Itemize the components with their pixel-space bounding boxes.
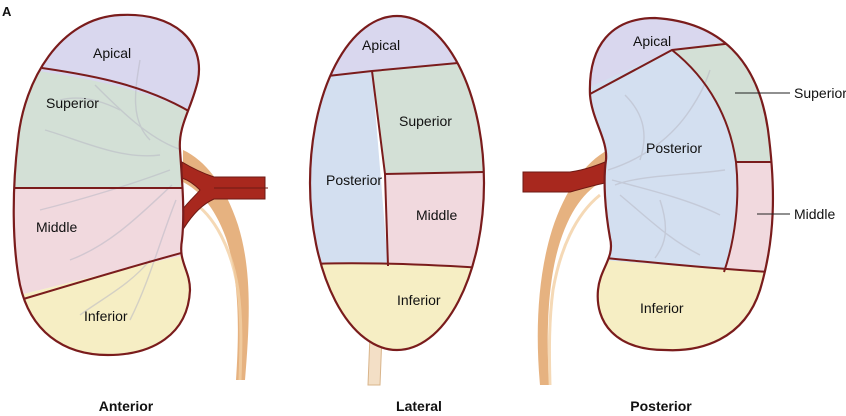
- posterior-kidney-outline: [588, 16, 775, 352]
- anterior-middle-segment: [13, 188, 200, 300]
- anterior-view: Apical Superior Middle Inferior Anterior: [12, 13, 268, 414]
- lateral-posterior-segment: [310, 71, 388, 266]
- posterior-vessel-tree: [607, 69, 726, 259]
- lateral-label-posterior: Posterior: [326, 172, 382, 188]
- posterior-label-posterior: Posterior: [646, 140, 702, 156]
- posterior-callout-superior: Superior: [794, 85, 846, 101]
- anterior-ureter-highlight: [189, 198, 243, 381]
- anterior-superior-segment: [13, 65, 200, 188]
- posterior-divider-curve: [671, 49, 739, 273]
- anterior-caption: Anterior: [99, 398, 154, 414]
- posterior-caption: Posterior: [630, 398, 692, 414]
- lateral-label-middle: Middle: [416, 207, 457, 223]
- anterior-label-inferior: Inferior: [84, 308, 128, 324]
- lateral-divider-mid: [384, 171, 484, 175]
- lateral-label-inferior: Inferior: [397, 292, 441, 308]
- lateral-middle-segment: [385, 172, 484, 266]
- anterior-kidney-outline: [12, 13, 201, 357]
- posterior-label-inferior: Inferior: [640, 300, 684, 316]
- lateral-inferior-segment: [310, 263, 484, 350]
- posterior-inferior-segment: [589, 258, 773, 351]
- posterior-label-apical: Apical: [633, 33, 671, 49]
- lateral-view: Apical Superior Posterior Middle Inferio…: [308, 14, 486, 414]
- anterior-label-superior: Superior: [46, 95, 99, 111]
- posterior-divider-inferior: [604, 257, 771, 273]
- lateral-label-apical: Apical: [362, 37, 400, 53]
- lateral-caption: Lateral: [396, 398, 442, 414]
- lateral-label-superior: Superior: [399, 113, 452, 129]
- lateral-kidney-outline: [308, 14, 486, 352]
- anterior-label-middle: Middle: [36, 219, 77, 235]
- posterior-callout-middle: Middle: [794, 206, 835, 222]
- posterior-ureter-highlight: [547, 193, 601, 386]
- posterior-renal-vessels: [522, 159, 611, 193]
- lateral-divider-inferior: [310, 262, 484, 269]
- anterior-divider-middle: [19, 251, 186, 301]
- anterior-label-apical: Apical: [93, 45, 131, 61]
- posterior-view: Apical Posterior Inferior Superior Middl…: [522, 16, 846, 414]
- anterior-divider-apical: [41, 67, 200, 119]
- panel-letter: A: [2, 4, 12, 19]
- anterior-inferior-segment: [13, 250, 200, 356]
- posterior-posterior-segment: [589, 50, 738, 272]
- posterior-middle-segment: [724, 162, 773, 272]
